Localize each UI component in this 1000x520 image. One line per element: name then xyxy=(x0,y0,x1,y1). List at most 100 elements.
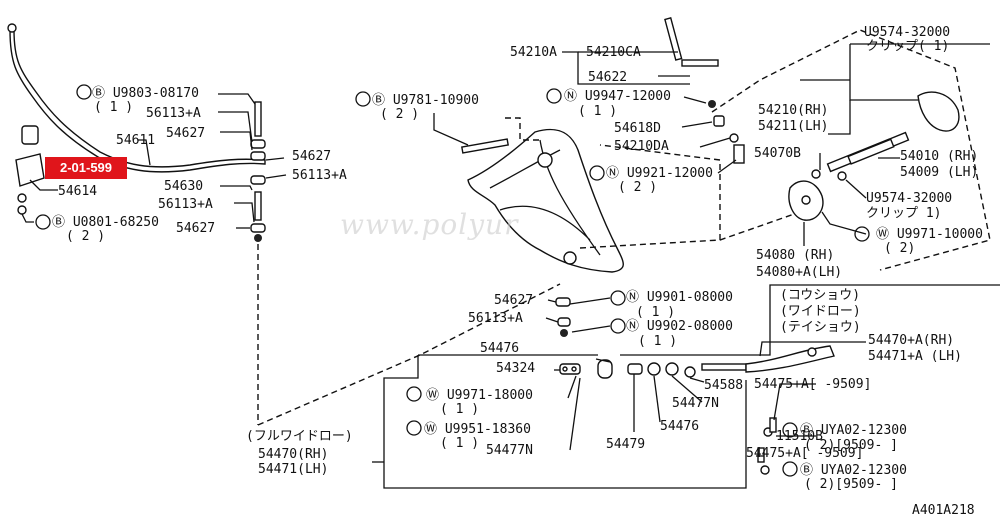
leader xyxy=(653,375,661,423)
stabilizer-bar-end xyxy=(7,23,17,33)
part-callout-label: ( 1 ) xyxy=(440,436,479,451)
part-callout-label: U9574-32000 xyxy=(864,25,950,40)
stabilizer-bushing xyxy=(21,125,39,145)
leader xyxy=(547,299,557,303)
part-callout-label: 54475+A[ -9509] xyxy=(754,377,871,392)
torsion-bar-lower xyxy=(847,138,895,165)
part-callout-label: 54627 xyxy=(176,221,215,236)
leader xyxy=(717,159,737,174)
bracket-bolt xyxy=(17,193,27,203)
part-callout-label: Ⓑ UYA02-12300 xyxy=(800,423,907,438)
leader xyxy=(545,317,559,323)
tension-rod-end xyxy=(745,345,835,373)
part-callout-label: 54622 xyxy=(588,70,627,85)
part-callout-label: 54009 (LH) xyxy=(900,165,978,180)
shaft-collar xyxy=(713,115,725,127)
link-bushing-2 xyxy=(250,151,266,161)
dashed-line xyxy=(505,117,540,141)
leader xyxy=(828,100,851,135)
part-callout-label: 54470+A(RH) xyxy=(868,333,954,348)
part-callout-label: 54080 (RH) xyxy=(756,248,834,263)
torsion-clip xyxy=(837,171,847,181)
part-callout-label: ( 1 ) xyxy=(578,104,617,119)
part-callout-label: (ワイドロー) xyxy=(780,304,861,319)
part-callout-label: Ⓦ U9951-18360 xyxy=(424,422,531,437)
part-callout-label: ( 1 ) xyxy=(94,100,133,115)
part-callout-label: 54475+A[ -9509] xyxy=(746,446,863,461)
part-callout-label: Ⓑ U0801-68250 xyxy=(52,215,159,230)
arm-bolt xyxy=(461,138,509,154)
bolt-type-markers xyxy=(35,84,870,477)
part-callout-label: 54210DA xyxy=(614,139,669,154)
leader xyxy=(29,179,58,191)
tension-rod-collar xyxy=(627,363,643,375)
part-callout-label: ( 2)[9509- ] xyxy=(804,477,898,492)
part-callout-label: 54210(RH) xyxy=(758,103,828,118)
part-callout-label: クリップ 1) xyxy=(866,206,941,221)
dashed-line xyxy=(579,204,821,249)
part-callout-label: 54627 xyxy=(166,126,205,141)
leader xyxy=(671,375,703,403)
part-callout-label: 54588 xyxy=(704,378,743,393)
diagram-code: A401A218 xyxy=(912,503,975,518)
leader xyxy=(595,358,611,363)
part-callout-label: ( 2) xyxy=(884,241,915,256)
upper-bushing xyxy=(729,133,739,143)
dashed-line xyxy=(599,144,721,240)
part-callout-label: 54618D xyxy=(614,121,661,136)
link-rod xyxy=(254,191,262,221)
part-callout-label: 54611 xyxy=(116,133,155,148)
leader xyxy=(138,139,151,166)
anchor-bolt-2 xyxy=(811,169,821,179)
part-callout-label: 54080+A(LH) xyxy=(756,265,842,280)
leader xyxy=(234,202,255,223)
part-callout-label: 54324 xyxy=(496,361,535,376)
part-callout-label: 11510B xyxy=(776,429,823,444)
part-callout-label: (テイショウ) xyxy=(780,320,861,335)
leader xyxy=(699,137,731,148)
leader xyxy=(562,51,690,85)
part-callout-label: 54211(LH) xyxy=(758,119,828,134)
tension-rod-washer xyxy=(647,362,661,376)
part-callout-label: 54471(LH) xyxy=(258,462,328,477)
lower-control-arm xyxy=(467,128,624,273)
part-callout-label: Ⓝ U9947-12000 xyxy=(564,89,671,104)
part-callout-label: 54479 xyxy=(606,437,645,452)
leader xyxy=(681,121,713,128)
leader xyxy=(567,375,577,399)
part-callout-label: ( 2 ) xyxy=(380,107,419,122)
stabilizer-bracket xyxy=(15,153,45,187)
part-reference-badge[interactable]: 2-01-599 xyxy=(45,157,127,179)
leader xyxy=(433,113,469,146)
leader xyxy=(265,157,285,161)
part-callout-label: クリップ( 1) xyxy=(866,39,949,54)
part-callout-label: 54630 xyxy=(164,179,203,194)
arm-pivot xyxy=(537,152,553,168)
part-callout-label: Ⓝ U9901-08000 xyxy=(626,290,733,305)
watermark-text: www.polyur xyxy=(340,208,519,241)
leader xyxy=(220,185,253,191)
arm-pivot-2 xyxy=(563,251,577,265)
leader xyxy=(683,96,707,104)
part-callout-label: 54476 xyxy=(480,341,519,356)
part-callout-label: 54471+A (LH) xyxy=(868,349,962,364)
part-callout-label: 54477N xyxy=(672,396,719,411)
part-callout-label: Ⓦ U9971-18000 xyxy=(426,388,533,403)
part-callout-label: 54470(RH) xyxy=(258,447,328,462)
part-callout-label: ( 2)[9509- ] xyxy=(804,438,898,453)
group-bracket xyxy=(620,284,1000,356)
part-callout-label: ( 1 ) xyxy=(440,402,479,417)
part-callout-label: Ⓝ U9921-12000 xyxy=(606,166,713,181)
link-bushing-4 xyxy=(250,223,266,233)
link-bolt-upper xyxy=(254,101,262,137)
part-callout-label: (フルワイドロー) xyxy=(246,429,353,444)
part-callout-label: Ⓦ U9971-10000 xyxy=(876,227,983,242)
shaft-nut xyxy=(708,100,716,108)
rod-bushing-1 xyxy=(555,297,571,307)
link-nut xyxy=(254,234,262,242)
part-callout-label: 56113+A xyxy=(292,168,347,183)
part-callout-label: 56113+A xyxy=(468,311,523,326)
washer-a xyxy=(562,366,568,372)
rod-end-eye xyxy=(807,347,817,357)
